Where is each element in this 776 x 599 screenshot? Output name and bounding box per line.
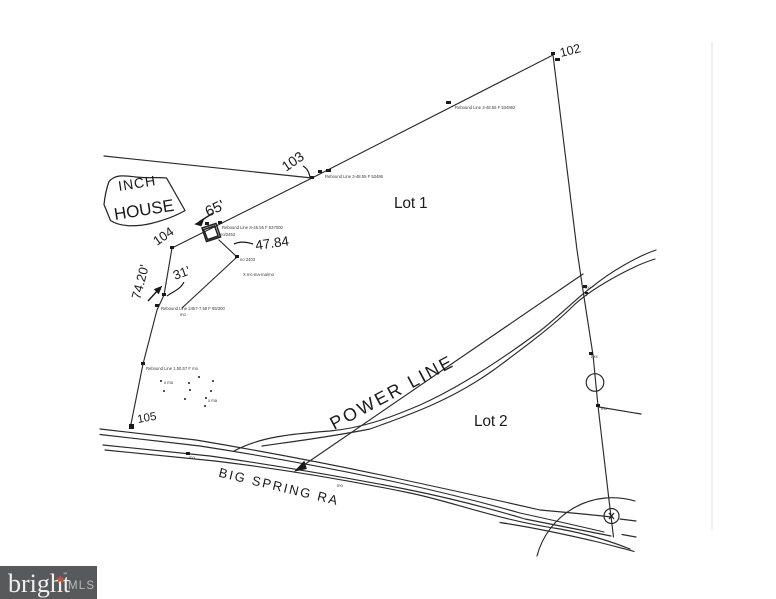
svg-text:Lot 1: Lot 1: [394, 195, 427, 212]
svg-text:47.84: 47.84: [254, 233, 290, 253]
svg-text:Lot 2: Lot 2: [474, 413, 507, 430]
svg-text:65': 65': [203, 197, 228, 221]
svg-text:Rebound Line 3-48.55 F 53486: Rebound Line 3-48.55 F 53486: [325, 174, 384, 179]
svg-text:Rebound Line 1.50.57 F mo: Rebound Line 1.50.57 F mo: [146, 366, 199, 371]
svg-text:mo: mo: [585, 285, 591, 290]
svg-text:x ma: x ma: [208, 398, 218, 403]
svg-text:31': 31': [171, 263, 192, 283]
svg-text:MLS: MLS: [68, 580, 95, 592]
svg-text:X mc-ma-ma/mo: X mc-ma-ma/mo: [243, 272, 275, 277]
svg-text:105: 105: [136, 411, 157, 426]
svg-text:mo: mo: [601, 406, 607, 411]
svg-text:no 2403: no 2403: [240, 257, 256, 262]
svg-text:Rebound Line S-45.55 F 537000: Rebound Line S-45.55 F 537000: [222, 225, 283, 230]
svg-text:102: 102: [558, 41, 582, 60]
svg-text:bright: bright: [8, 569, 71, 598]
svg-text:t-xx: t-xx: [591, 354, 599, 359]
svg-text:x mo: x mo: [164, 380, 174, 385]
svg-text:mo: mo: [189, 455, 195, 460]
svg-text:Rebound Line 2457-7.58 F 65/30: Rebound Line 2457-7.58 F 65/300: [161, 306, 225, 311]
svg-text:t: t: [586, 292, 588, 297]
svg-text:mo: mo: [337, 483, 343, 488]
svg-text:INCH: INCH: [117, 172, 157, 194]
svg-text:mo: mo: [180, 312, 186, 317]
svg-text:no/2453: no/2453: [220, 232, 236, 237]
svg-text:Rebound Line 3-48.55 F 534862: Rebound Line 3-48.55 F 534862: [455, 105, 516, 110]
